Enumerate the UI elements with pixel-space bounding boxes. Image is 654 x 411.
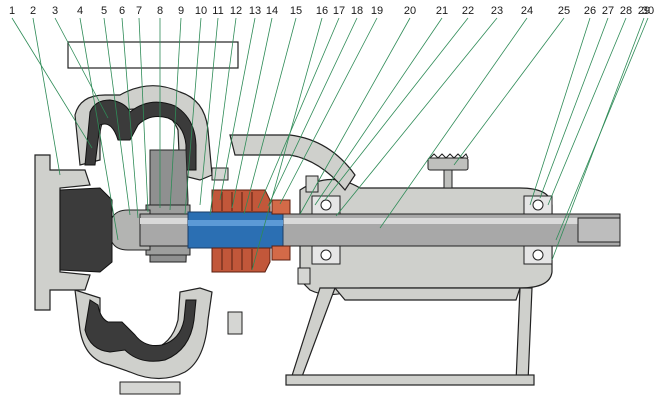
shaft-sleeve-shine — [188, 220, 283, 226]
leader-line-17 — [257, 17, 340, 209]
lining-lower — [84, 299, 197, 362]
pedestal-support — [289, 287, 533, 383]
leader-line-5 — [103, 17, 131, 216]
leader-line-18 — [267, 17, 358, 207]
leader-line-16 — [251, 17, 323, 271]
top-plate — [67, 41, 239, 69]
leader-line-12 — [209, 17, 237, 216]
part-label-23: 23 — [491, 5, 503, 17]
leader-line-15 — [243, 17, 297, 215]
part-label-28: 28 — [620, 5, 632, 17]
leader-line-9 — [169, 17, 182, 211]
handwheel-icon — [427, 153, 469, 189]
leader-line-10 — [184, 17, 202, 215]
part-label-7: 7 — [136, 5, 142, 17]
part-label-13: 13 — [249, 5, 261, 17]
leader-line-22 — [324, 17, 469, 201]
part-label-4: 4 — [77, 5, 83, 17]
part-label-16: 16 — [316, 5, 328, 17]
part-label-19: 19 — [371, 5, 383, 17]
part-label-27: 27 — [602, 5, 614, 17]
stuffing-box-lower — [211, 247, 271, 273]
leader-line-11 — [199, 17, 219, 206]
part-label-24: 24 — [521, 5, 533, 17]
part-label-25: 25 — [558, 5, 570, 17]
part-label-8: 8 — [157, 5, 163, 17]
part-label-29: 29 — [638, 5, 650, 17]
leader-line-4 — [79, 17, 119, 241]
part-label-20: 20 — [404, 5, 416, 17]
part-label-11: 11 — [212, 5, 223, 17]
part-label-3: 3 — [52, 5, 58, 17]
part-label-17: 17 — [333, 5, 345, 17]
leader-line-25 — [453, 17, 565, 166]
packing-rings — [221, 192, 253, 270]
gland-lower — [271, 245, 291, 261]
part-label-10: 10 — [195, 5, 207, 17]
front-bearing — [311, 195, 341, 265]
leader-line-28 — [547, 17, 627, 206]
leader-line-7 — [138, 17, 149, 213]
leader-line-13 — [219, 17, 256, 201]
gland-upper — [271, 199, 291, 215]
leader-line-6 — [121, 17, 139, 219]
part-label-6: 6 — [119, 5, 125, 17]
part-label-22: 22 — [462, 5, 474, 17]
suction-liner — [59, 187, 113, 273]
leader-line-19 — [279, 17, 378, 205]
leader-line-20 — [299, 17, 411, 215]
leader-lines — [11, 17, 649, 271]
part-label-14: 14 — [266, 5, 278, 17]
part-label-1: 1 — [9, 5, 15, 17]
pedestal-base — [285, 374, 535, 386]
lining-upper — [84, 99, 197, 171]
part-label-5: 5 — [101, 5, 107, 17]
part-label-15: 15 — [290, 5, 302, 17]
part-label-2: 2 — [30, 5, 36, 17]
leader-line-14 — [231, 17, 273, 209]
part-label-30: 30 — [642, 5, 654, 17]
shaft-end — [577, 217, 621, 243]
leader-line-27 — [539, 17, 609, 199]
part-label-9: 9 — [178, 5, 184, 17]
leader-line-30 — [555, 17, 649, 241]
hex-bolt-icon — [119, 167, 319, 395]
leader-line-3 — [54, 17, 109, 119]
part-label-12: 12 — [230, 5, 242, 17]
shaft-highlight — [140, 218, 620, 224]
leader-line-21 — [314, 17, 443, 206]
leader-line-24 — [379, 17, 528, 229]
part-label-18: 18 — [351, 5, 363, 17]
leader-line-1 — [11, 17, 93, 149]
inlet-flange — [34, 154, 91, 311]
part-label-21: 21 — [436, 5, 448, 17]
part-label-26: 26 — [584, 5, 596, 17]
shaft-sleeve — [187, 211, 284, 249]
rear-bearing — [523, 195, 553, 265]
leader-line-23 — [335, 17, 498, 217]
leader-line-2 — [32, 17, 61, 176]
leader-line-26 — [529, 17, 591, 206]
